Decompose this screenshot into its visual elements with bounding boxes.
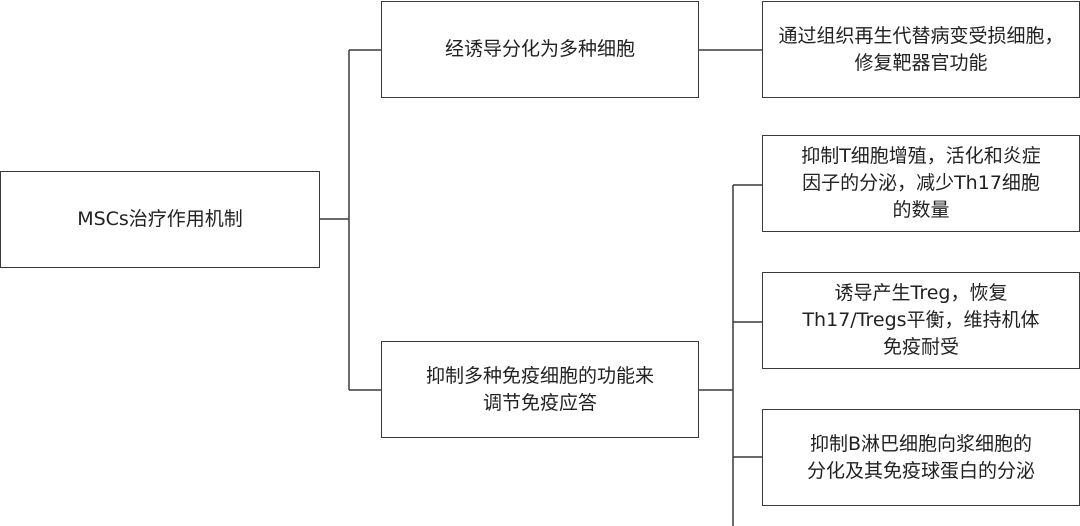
- leaf-node-b-cell-suppression: 抑制B淋巴细胞向浆细胞的 分化及其免疫球蛋白的分泌: [762, 409, 1080, 506]
- leaf-node-tissue-regeneration: 通过组织再生代替病变受损细胞， 修复靶器官功能: [762, 1, 1080, 98]
- leaf-node-treg-induction: 诱导产生Treg，恢复 Th17/Tregs平衡，维持机体 免疫耐受: [762, 272, 1080, 369]
- leaf-node-t-cell-suppression: 抑制T细胞增殖，活化和炎症 因子的分泌，减少Th17细胞 的数量: [762, 135, 1080, 232]
- leaf-node-label: 抑制T细胞增殖，活化和炎症 因子的分泌，减少Th17细胞 的数量: [801, 145, 1041, 221]
- leaf-node-label: 诱导产生Treg，恢复 Th17/Tregs平衡，维持机体 免疫耐受: [802, 282, 1040, 358]
- leaf-node-label: 抑制B淋巴细胞向浆细胞的 分化及其免疫球蛋白的分泌: [806, 432, 1035, 482]
- root-node-label: MSCs治疗作用机制: [77, 208, 243, 230]
- branch-node-immune-regulation: 抑制多种免疫细胞的功能来 调节免疫应答: [381, 341, 699, 438]
- branch-node-differentiation: 经诱导分化为多种细胞: [381, 1, 699, 98]
- branch-node-label: 经诱导分化为多种细胞: [444, 38, 635, 60]
- root-node: MSCs治疗作用机制: [0, 171, 320, 268]
- branch-node-label: 抑制多种免疫细胞的功能来 调节免疫应答: [425, 364, 654, 414]
- leaf-node-label: 通过组织再生代替病变受损细胞， 修复靶器官功能: [778, 24, 1064, 74]
